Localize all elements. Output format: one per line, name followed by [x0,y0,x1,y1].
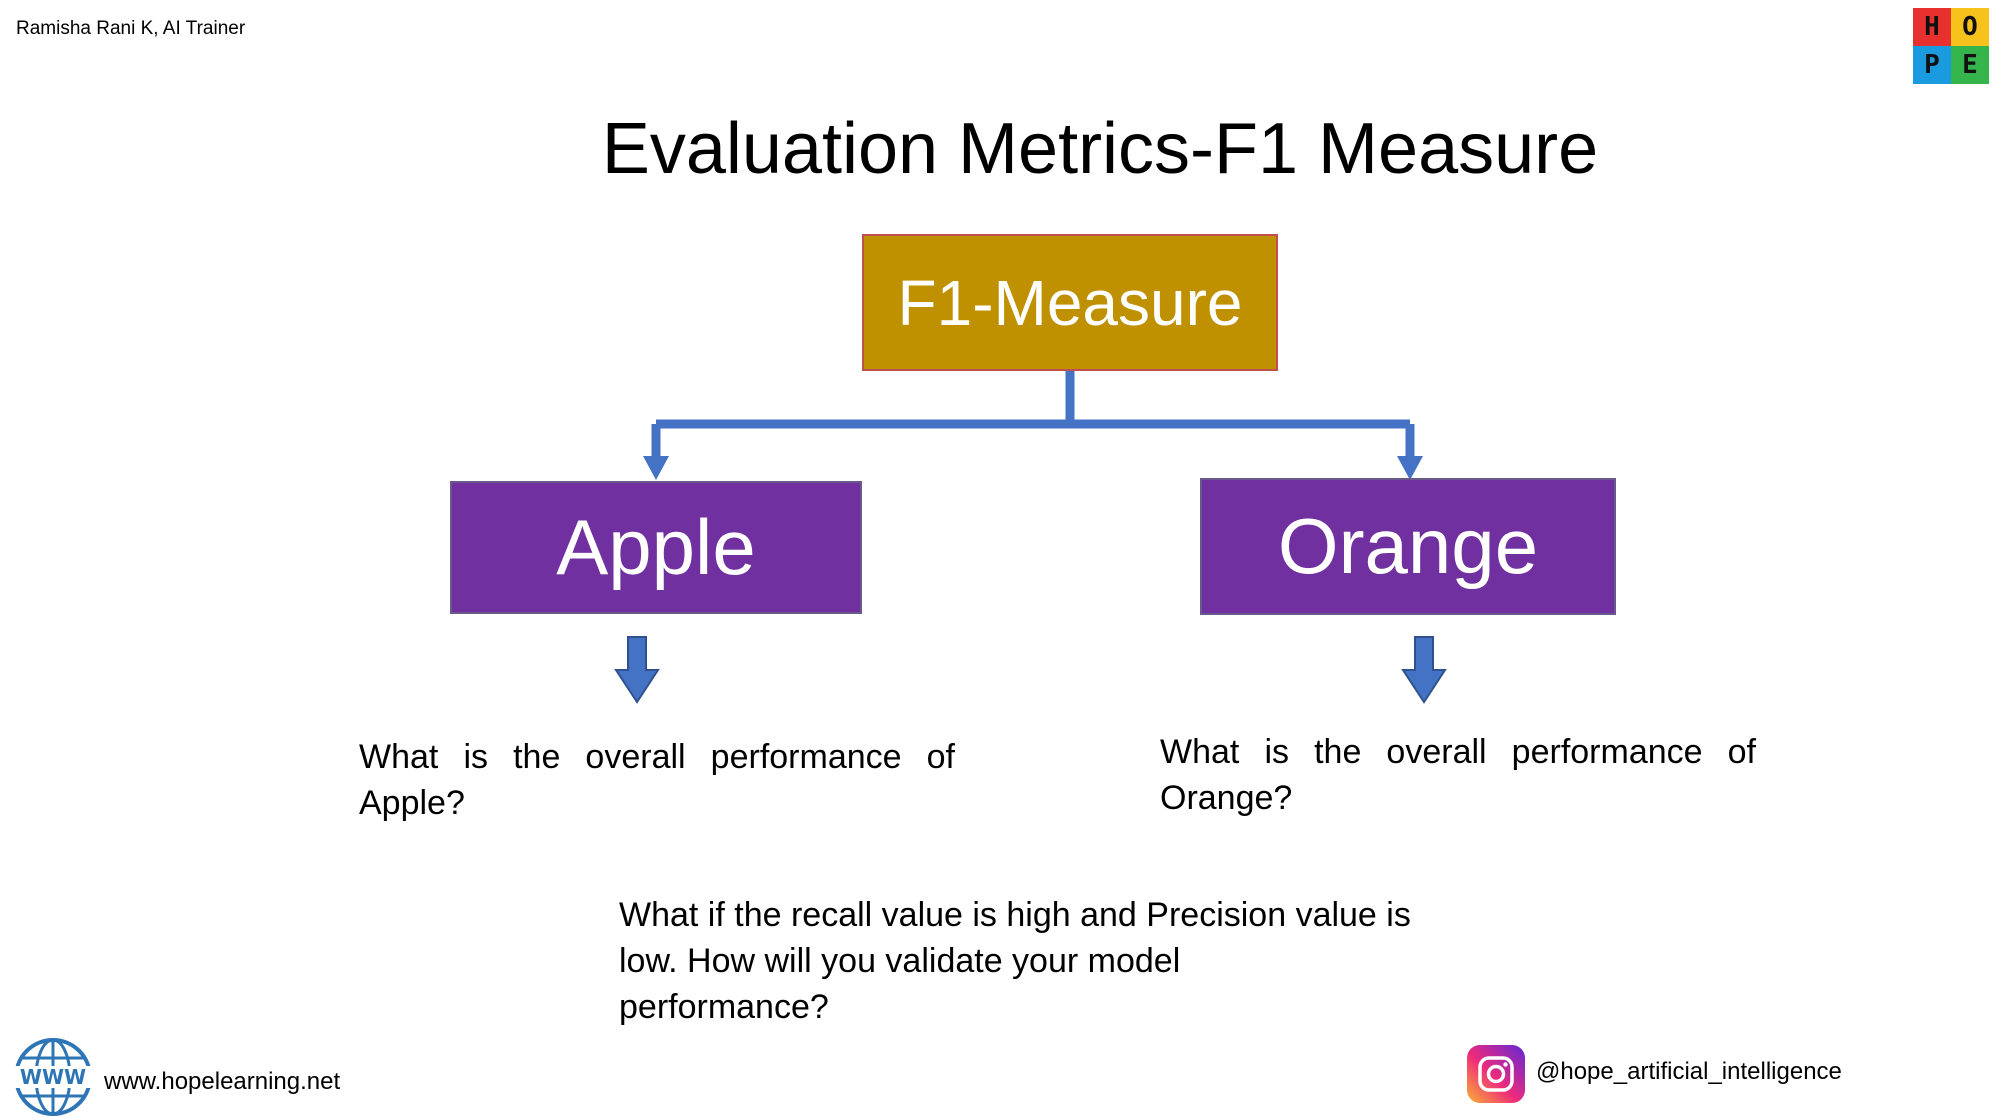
apple-box: Apple [450,481,862,614]
logo-letter-o: O [1951,8,1989,46]
arrow-to-apple [643,456,669,480]
arrow-to-orange [1397,456,1423,480]
orange-box: Orange [1200,478,1616,615]
globe-www-icon: WWW [12,1038,94,1116]
apple-question: What is the overall performance of Apple… [359,738,955,822]
logo-letter-h: H [1913,8,1951,46]
instagram-handle[interactable]: @hope_artificial_intelligence [1536,1058,1842,1085]
hope-logo: H O P E [1913,8,1989,84]
svg-text:WWW: WWW [20,1065,86,1089]
bottom-question-line: low. How will you validate your model [619,942,1181,980]
website-link[interactable]: www.hopelearning.net [104,1068,341,1095]
logo-letter-p: P [1913,46,1951,84]
down-arrow-orange [1401,636,1447,704]
orange-question: What is the overall performance of Orang… [1160,733,1756,817]
down-arrow-apple [614,636,660,704]
logo-letter-e: E [1951,46,1989,84]
bottom-question-line: What if the recall value is high and Pre… [619,896,1411,934]
instagram-icon [1467,1045,1525,1103]
f1-measure-box: F1-Measure [862,234,1278,371]
slide-title: Evaluation Metrics-F1 Measure [601,109,1599,189]
author-label: Ramisha Rani K, AI Trainer [16,18,246,39]
bottom-question: What if the recall value is high and Pre… [619,892,1439,1030]
bottom-question-line: performance? [619,988,829,1026]
